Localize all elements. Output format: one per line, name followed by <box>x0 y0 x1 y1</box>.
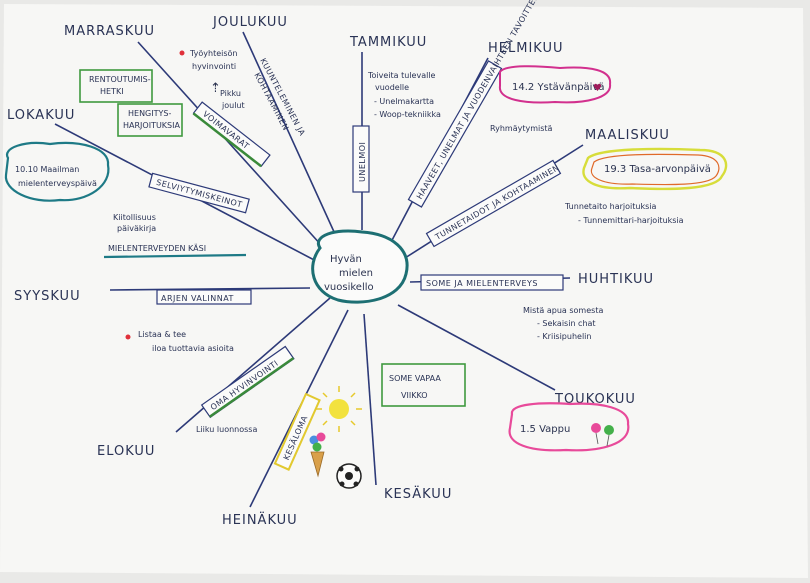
svg-text:ARJEN VALINNAT: ARJEN VALINNAT <box>161 294 234 303</box>
svg-text:UNELMOI: UNELMOI <box>358 142 367 182</box>
month-marraskuu: MARRASKUU <box>64 24 155 39</box>
cloud-tasa-arvonpaiva <box>582 147 728 191</box>
center-circle <box>311 229 409 304</box>
month-helmikuu: HELMIKUU <box>488 41 564 56</box>
note-elokuu: Liiku luonnossa <box>196 425 257 434</box>
svg-text:RENTOUTUMIS-: RENTOUTUMIS- <box>89 75 151 84</box>
box-rentoutumishetki: RENTOUTUMIS- HETKI <box>79 69 153 103</box>
svg-text:HENGITYS-: HENGITYS- <box>128 109 171 118</box>
cloud-mielenterveyspaiva <box>4 141 110 202</box>
box-some: SOME JA MIELENTERVEYS <box>420 274 564 291</box>
note-tammikuu: Toiveita tulevalle vuodelle - Unelmakart… <box>367 71 441 119</box>
football-icon <box>336 463 362 489</box>
balloons-icon <box>591 423 614 447</box>
box-some-vapaa-viikko: SOME VAPAA VIIKKO <box>381 363 466 407</box>
note-joulukuu: Työyhteisön hyvinvointi Pikku joulut <box>189 49 245 110</box>
month-joulukuu: JOULUKUU <box>212 15 288 30</box>
arrow-up-icon: ⇡ <box>210 81 221 96</box>
svg-text:HARJOITUKSIA: HARJOITUKSIA <box>123 121 180 130</box>
month-elokuu: ELOKUU <box>97 444 155 459</box>
underline-mielenterveyden-kasi <box>103 253 247 259</box>
note-syyskuu: Listaa & tee iloa tuottavia asioita <box>138 330 234 353</box>
svg-text:VIIKKO: VIIKKO <box>401 391 428 400</box>
cloud-tasa-arvonpaiva-inner <box>590 153 720 186</box>
cloud-ystavanpaiva <box>498 65 612 104</box>
svg-text:SOME VAPAA: SOME VAPAA <box>389 374 441 383</box>
month-maaliskuu: MAALISKUU <box>585 128 670 143</box>
paper-sheet <box>0 4 808 578</box>
svg-text:HETKI: HETKI <box>100 87 124 96</box>
box-unelmoi: UNELMOI <box>352 125 370 193</box>
month-tammikuu: TAMMIKUU <box>349 35 427 50</box>
box-hengitysharjoitukset: HENGITYS- HARJOITUKSIA <box>117 103 183 137</box>
month-huhtikuu: HUHTIKUU <box>578 272 654 287</box>
box-arjen: ARJEN VALINNAT <box>156 289 252 305</box>
note-helmikuu: Ryhmäytymistä <box>490 124 553 133</box>
month-syyskuu: SYYSKUU <box>14 289 81 304</box>
red-dot-icon <box>179 50 185 56</box>
note-huhtikuu: Mistä apua somesta - Sekaisin chat - Kri… <box>523 306 606 341</box>
ice-cream-icon <box>309 432 326 478</box>
cloud-mielenterveyspaiva-text: 10.10 Maailman mielenterveyspäivä <box>15 165 97 188</box>
svg-text:SOME JA MIELENTERVEYS: SOME JA MIELENTERVEYS <box>426 279 538 288</box>
red-dot-icon <box>125 334 131 340</box>
month-lokakuu: LOKAKUU <box>7 108 75 123</box>
note-maaliskuu: Tunnetaito harjoituksia - Tunnemittari-h… <box>564 202 684 225</box>
cloud-vappu <box>508 402 630 452</box>
cloud-vappu-text: 1.5 Vappu <box>520 424 570 435</box>
cloud-ystavanpaiva-text: 14.2 Ystävänpäivä <box>512 82 605 93</box>
center-title: Hyvän mielen vuosikello <box>324 254 376 293</box>
note-lokakuu: Kiitollisuus päiväkirja MIELENTERVEYDEN … <box>108 213 206 253</box>
month-heinakuu: HEINÄKUU <box>222 512 298 528</box>
sun-icon <box>316 386 362 432</box>
heart-icon: ♥ <box>593 83 602 94</box>
cloud-tasa-arvonpaiva-text: 19.3 Tasa-arvonpäivä <box>604 164 711 175</box>
month-kesakuu: KESÄKUU <box>384 486 452 502</box>
